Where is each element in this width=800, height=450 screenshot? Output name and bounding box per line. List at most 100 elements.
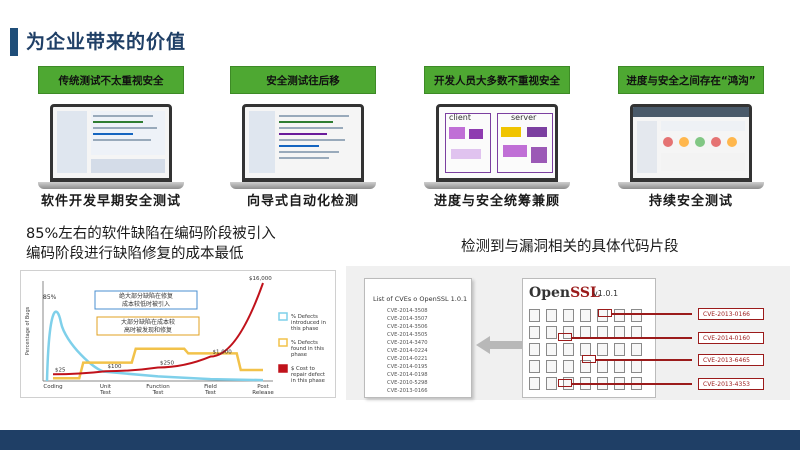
code-highlight-box bbox=[598, 309, 612, 317]
series-found-line bbox=[53, 347, 263, 380]
legend-label: introduced in bbox=[291, 320, 326, 326]
laptop-screen bbox=[50, 104, 172, 182]
card-banner: 安全测试往后移 bbox=[230, 66, 376, 94]
source-file-icon bbox=[546, 360, 557, 373]
laptop-base bbox=[424, 182, 570, 189]
legend-label: this phase bbox=[291, 326, 318, 332]
connector-line bbox=[612, 313, 692, 315]
cve-list-item: CVE-2014-0198 bbox=[387, 372, 428, 378]
callout-text: 成本较低时被引入 bbox=[122, 300, 170, 308]
cve-list-item: CVE-2014-0195 bbox=[387, 364, 428, 370]
source-file-icon bbox=[546, 309, 557, 322]
openssl-version: v1.0.1 bbox=[593, 289, 619, 298]
x-tick-label: Function bbox=[146, 384, 170, 390]
cve-tag: CVE-2013-0166 bbox=[698, 308, 764, 320]
card-banner: 进度与安全之间存在“鸿沟” bbox=[618, 66, 764, 94]
laptop-base bbox=[230, 182, 376, 189]
laptop-screen: client server bbox=[436, 104, 558, 182]
laptop-base bbox=[38, 182, 184, 189]
code-highlight-box bbox=[582, 355, 596, 363]
title-accent-bar bbox=[10, 28, 18, 56]
client-label: client bbox=[449, 113, 471, 122]
legend-label: repair defect bbox=[291, 372, 325, 378]
x-tick-label: Field bbox=[204, 384, 217, 390]
feature-card-4: 进度与安全之间存在“鸿沟” 持续安全测试 bbox=[618, 66, 764, 209]
cve-list-title: List of CVEs o OpenSSL 1.0.1 bbox=[373, 295, 468, 303]
cve-list-item: CVE-2013-0166 bbox=[387, 388, 428, 394]
source-file-icon bbox=[631, 309, 642, 322]
cve-tag: CVE-2014-0160 bbox=[698, 332, 764, 344]
legend-label: found in this bbox=[291, 346, 324, 352]
x-tick-label: Release bbox=[252, 390, 274, 396]
callout-text: 大部分缺陷在成本较 bbox=[121, 318, 175, 326]
arrow-left-icon bbox=[476, 336, 528, 354]
legend-swatch bbox=[278, 364, 288, 373]
code-highlight-box bbox=[558, 379, 572, 387]
source-file-icon bbox=[563, 360, 574, 373]
cve-list-item: CVE-2014-0224 bbox=[387, 348, 428, 354]
legend-label: % Defects bbox=[291, 340, 318, 346]
feature-card-3: 开发人员大多数不重视安全 client server 进度与安全统筹兼顾 bbox=[424, 66, 570, 209]
laptop-screen bbox=[242, 104, 364, 182]
cost-point-label: $250 bbox=[160, 360, 174, 366]
stat-line-1: 85%左右的软件缺陷在编码阶段被引入 bbox=[26, 226, 276, 242]
source-file-icon bbox=[580, 309, 591, 322]
legend-label: phase bbox=[291, 352, 307, 358]
cost-point-label: $1,000 bbox=[213, 350, 233, 356]
callout-text: 绝大部分缺陷在修复 bbox=[119, 292, 173, 300]
source-file-icon bbox=[546, 326, 557, 339]
cve-list-item: CVE-2014-3505 bbox=[387, 332, 428, 338]
source-file-icon bbox=[597, 360, 608, 373]
feature-card-2: 安全测试往后移 向导式自动化检测 bbox=[230, 66, 376, 209]
x-tick-label: Post bbox=[257, 384, 269, 390]
source-file-icon bbox=[631, 360, 642, 373]
source-file-icon bbox=[529, 377, 540, 390]
source-file-icon bbox=[546, 377, 557, 390]
card-caption: 软件开发早期安全测试 bbox=[40, 194, 181, 209]
cve-list-item: CVE-2014-0221 bbox=[387, 356, 428, 362]
stat-line-2: 编码阶段进行缺陷修复的成本最低 bbox=[26, 246, 244, 262]
callout-box bbox=[94, 290, 198, 310]
source-file-icon bbox=[563, 326, 574, 339]
legend-swatch bbox=[278, 338, 288, 347]
cve-tag: CVE-2013-4353 bbox=[698, 378, 764, 390]
cve-list-item: CVE-2014-3507 bbox=[387, 316, 428, 322]
x-tick-label: Test bbox=[152, 390, 165, 396]
connector-line bbox=[572, 337, 692, 339]
x-tick-label: Unit bbox=[100, 384, 112, 390]
legend-label: in this phase bbox=[291, 378, 325, 384]
callout-text: 高时被发现和修复 bbox=[124, 326, 172, 334]
server-label: server bbox=[511, 113, 537, 122]
source-file-icon bbox=[563, 309, 574, 322]
source-file-icon bbox=[631, 343, 642, 356]
feature-card-1: 传统测试不太重视安全 软件开发早期安全测试 bbox=[38, 66, 184, 209]
source-file-icon bbox=[563, 343, 574, 356]
x-tick-label: Test bbox=[204, 390, 217, 396]
source-file-icon bbox=[614, 343, 625, 356]
source-file-icon bbox=[614, 309, 625, 322]
connector-line bbox=[596, 359, 692, 361]
cve-list-item: CVE-2014-3508 bbox=[387, 308, 428, 314]
cost-point-label: $25 bbox=[55, 367, 66, 373]
laptop-base bbox=[618, 182, 764, 189]
legend-label: $ Cost to bbox=[291, 366, 315, 372]
y-axis-label: Percentage of Bugs bbox=[25, 306, 31, 355]
source-file-icon bbox=[580, 360, 591, 373]
source-file-icon bbox=[546, 343, 557, 356]
card-caption: 持续安全测试 bbox=[648, 194, 733, 209]
laptop-screen bbox=[630, 104, 752, 182]
code-snippet-heading: 检测到与漏洞相关的具体代码片段 bbox=[461, 239, 679, 255]
cve-list-document: List of CVEs o OpenSSL 1.0.1 CVE-2014-35… bbox=[364, 278, 472, 398]
source-file-icon bbox=[597, 343, 608, 356]
cve-tag: CVE-2013-6465 bbox=[698, 354, 764, 366]
source-file-icon bbox=[529, 309, 540, 322]
source-file-icon bbox=[529, 360, 540, 373]
cost-point-label: $100 bbox=[108, 364, 122, 370]
peak-label: 85% bbox=[43, 294, 57, 301]
cve-list-item: CVE-2010-5298 bbox=[387, 380, 428, 386]
cve-list-item: CVE-2014-3506 bbox=[387, 324, 428, 330]
card-banner: 传统测试不太重视安全 bbox=[38, 66, 184, 94]
connector-line bbox=[572, 383, 692, 385]
